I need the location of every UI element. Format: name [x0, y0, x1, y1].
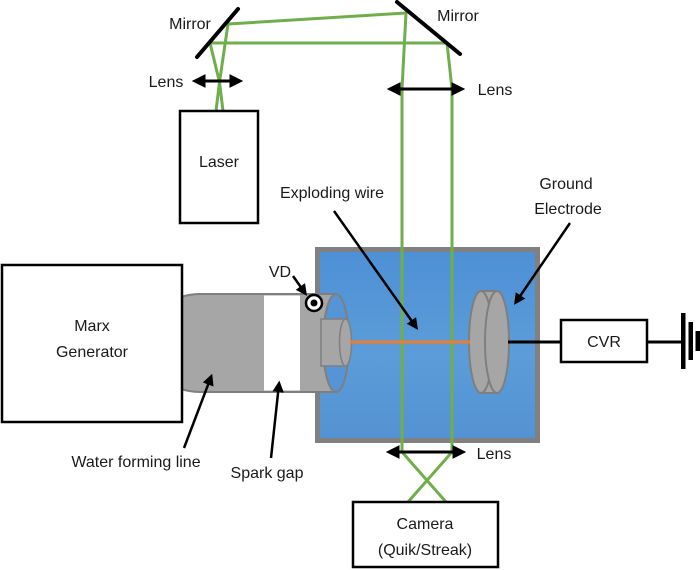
laser-label: Laser [199, 154, 240, 171]
ground-symbol-bar-short [695, 331, 700, 351]
marx-generator-box [0, 263, 184, 424]
marx-label-line2: Generator [56, 344, 129, 361]
vd-label: VD [269, 264, 291, 281]
ground-electrode-label-line2: Electrode [534, 201, 602, 218]
lens-top-left-label: Lens [149, 74, 184, 91]
ground-electrode-label-line1: Ground [539, 176, 592, 193]
camera-box [351, 500, 500, 569]
water-forming-line-arrow [182, 373, 214, 449]
exploding-wire-arrow [332, 210, 418, 330]
laser-box [178, 109, 260, 225]
spark-gap-band [264, 295, 300, 391]
vd-probe-dot [310, 299, 318, 307]
lens-bottom-label: Lens [477, 446, 512, 463]
lens-top-right-label: Lens [478, 82, 513, 99]
marx-label-line1: Marx [74, 318, 110, 335]
cvr-label: CVR [587, 334, 621, 351]
mirror-right-label: Mirror [437, 8, 479, 25]
mirror-left [195, 7, 240, 59]
exploding-wire-label: Exploding wire [280, 185, 384, 202]
spark-gap-arrow [269, 380, 284, 459]
center-conductor-tip [338, 318, 353, 367]
vd-arrow [291, 275, 307, 296]
camera-label-line1: Camera [397, 516, 454, 533]
mirror-right [395, 0, 462, 56]
camera-label-line2: (Quik/Streak) [378, 542, 472, 559]
ground-electrode-arrow [514, 222, 572, 305]
spark-gap-label: Spark gap [231, 465, 304, 482]
mirror-left-label: Mirror [169, 16, 211, 33]
cvr-box [559, 318, 649, 364]
water-forming-line-label: Water forming line [71, 454, 200, 471]
ground-electrode-front-face [484, 290, 510, 394]
ground-symbol-bar-long [681, 313, 686, 369]
ground-symbol-bar-mid [688, 322, 693, 360]
